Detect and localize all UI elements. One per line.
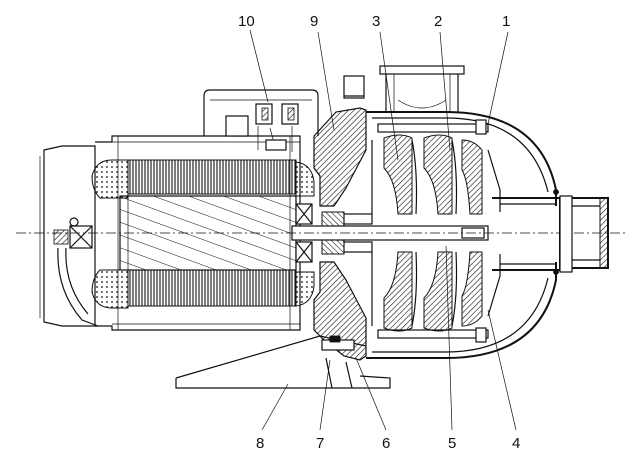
callout-2: 2: [434, 13, 442, 30]
bracket-lantern: [313, 75, 367, 361]
impeller-stages: [371, 134, 501, 332]
callout-labels: 10 9 3 2 1 8 7 6 5 4: [238, 13, 520, 452]
stator: [91, 159, 315, 309]
callout-9: 9: [310, 13, 318, 30]
front-bearing: [295, 203, 313, 263]
callout-4: 4: [512, 435, 520, 452]
callout-10: 10: [238, 13, 255, 30]
callout-7: 7: [316, 435, 324, 452]
rear-bearing: [53, 217, 99, 327]
leader-lines: [249, 29, 517, 431]
terminal-box: [203, 89, 319, 152]
callout-1: 1: [502, 13, 510, 30]
suction-port: [492, 189, 609, 275]
callout-3: 3: [372, 13, 380, 30]
callout-5: 5: [448, 435, 456, 452]
pump-casing: [366, 65, 557, 359]
mounting-foot: [175, 335, 391, 389]
callout-6: 6: [382, 435, 390, 452]
mechanical-seal: [321, 211, 373, 255]
callout-8: 8: [256, 435, 264, 452]
shaft: [16, 225, 628, 241]
